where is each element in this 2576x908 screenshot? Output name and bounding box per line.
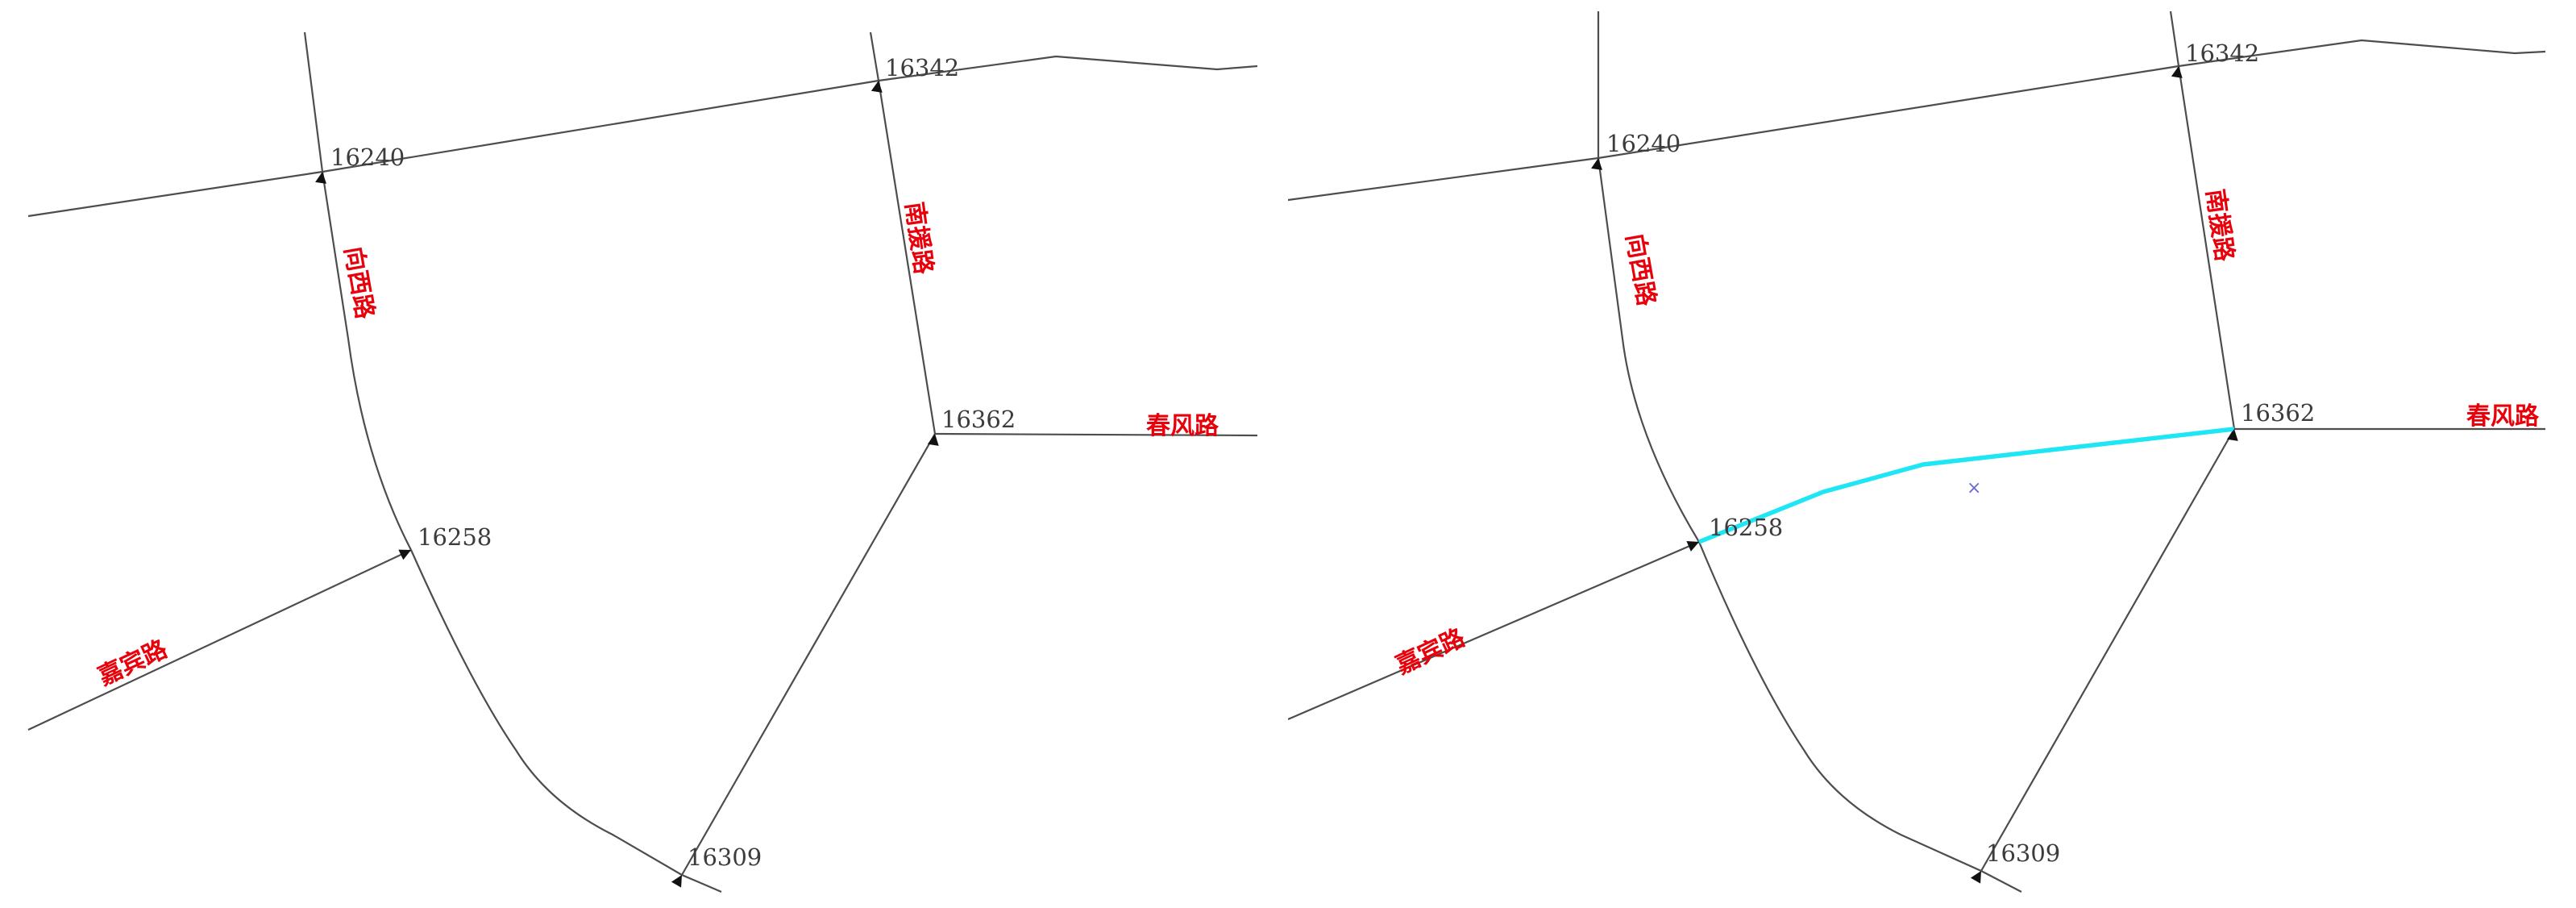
node-label-16240: 16240 (330, 144, 405, 171)
node-marker-16309[interactable] (1970, 868, 1986, 884)
road-xiangxi (303, 31, 412, 551)
road-jiabin (1288, 540, 1700, 721)
road-north-east-segment (878, 55, 1258, 82)
highlighted-edge-16258-16362[interactable] (1697, 427, 2235, 544)
node-marker-16240[interactable] (1591, 157, 1604, 170)
road-16240-16342 (27, 79, 879, 218)
node-label-16240: 16240 (1606, 130, 1681, 157)
node-marker-16258[interactable] (1686, 537, 1701, 552)
road-16362-16309 (681, 433, 936, 876)
node-label-16362: 16362 (941, 406, 1016, 433)
node-marker-16240[interactable] (315, 171, 328, 184)
road-name-chunfeng: 春风路 (2466, 402, 2540, 431)
node-label-16309: 16309 (1986, 839, 2060, 867)
road-name-chunfeng: 春风路 (1146, 412, 1219, 440)
node-marker-16342[interactable] (2171, 65, 2184, 78)
map-canvas-after[interactable]: 16240 16342 16362 16258 16309 向西路 南援路 春风… (1288, 0, 2576, 908)
node-marker-16342[interactable] (870, 80, 884, 93)
road-16240-16342 (1288, 65, 2179, 202)
node-label-16258: 16258 (1709, 514, 1783, 541)
node-marker-16362[interactable] (927, 433, 941, 446)
cursor-cross-icon: × (1967, 478, 1981, 498)
node-label-16258: 16258 (418, 523, 492, 551)
road-16258-16309 (1697, 541, 2022, 893)
map-panel-before[interactable]: 16240 16342 16362 16258 16309 向西路 南援路 春风… (0, 0, 1288, 908)
map-canvas-before[interactable]: 16240 16342 16362 16258 16309 向西路 南援路 春风… (0, 0, 1288, 908)
road-jiabin (27, 549, 412, 731)
node-label-16309: 16309 (688, 843, 762, 871)
road-xiangxi (1597, 11, 1700, 543)
road-16258-16309 (409, 549, 722, 893)
road-name-jiabin: 嘉宾路 (94, 635, 172, 691)
road-chunfeng (934, 432, 1258, 437)
road-name-nanyuan: 南援路 (900, 200, 937, 277)
road-north-east-segment (2178, 39, 2546, 68)
map-panel-after[interactable]: 16240 16342 16362 16258 16309 向西路 南援路 春风… (1288, 0, 2576, 908)
node-label-16342: 16342 (2185, 40, 2259, 67)
node-marker-16362[interactable] (2226, 428, 2240, 441)
node-label-16342: 16342 (885, 54, 959, 81)
road-name-xiangxi: 向西路 (1620, 231, 1660, 309)
road-16362-16309 (1980, 428, 2235, 872)
node-label-16362: 16362 (2241, 399, 2315, 427)
road-name-nanyuan: 南援路 (2200, 187, 2238, 264)
node-marker-16258[interactable] (398, 545, 413, 560)
node-marker-16309[interactable] (671, 873, 687, 888)
road-name-jiabin: 嘉宾路 (1392, 623, 1470, 680)
road-name-xiangxi: 向西路 (339, 244, 379, 322)
